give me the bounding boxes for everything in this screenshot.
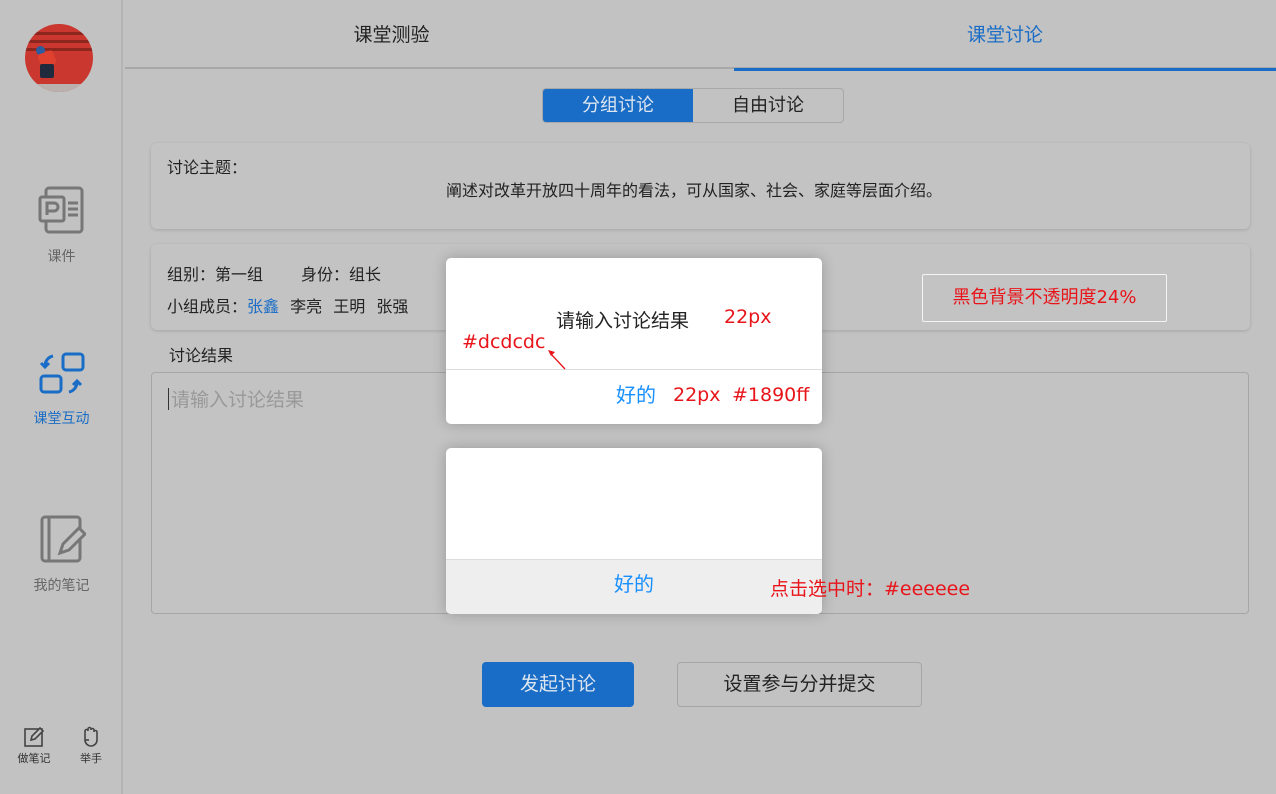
sidebar-item-notes[interactable]: 我的笔记 <box>0 515 123 595</box>
group-info-line: 组别：第一组 身份：组长 <box>167 261 381 285</box>
text-caret <box>168 388 169 410</box>
result-placeholder: 请输入讨论结果 <box>171 389 305 411</box>
take-note-button[interactable]: 做笔记 <box>14 726 54 766</box>
sidebar-item-label: 我的笔记 <box>33 578 90 594</box>
role-label: 身份：组长 <box>301 265 382 284</box>
member-name[interactable]: 张鑫 <box>247 297 280 316</box>
raise-hand-label: 举手 <box>80 752 102 765</box>
main-content: 课堂测验 课堂讨论 分组讨论 自由讨论 讨论主题： 阐述对改革开放四十周年的看法… <box>125 0 1276 794</box>
sidebar-item-interaction[interactable]: 课堂互动 <box>0 352 123 428</box>
ok-label: 好的 <box>616 383 656 407</box>
input-result-dialog: 请输入讨论结果 22px #dcdcdc 好的 22px #1890ff <box>446 258 822 424</box>
discussion-mode-toggle: 分组讨论 自由讨论 <box>542 88 844 123</box>
tab-bar: 课堂测验 课堂讨论 <box>125 0 1276 71</box>
members-line: 小组成员：张鑫 李亮 王明 张强 <box>167 293 414 317</box>
interaction-swap-icon <box>39 352 84 394</box>
dialog-ok-button-pressed[interactable]: 好的 <box>446 560 822 614</box>
topic-label: 讨论主题： <box>167 158 248 177</box>
free-discussion-button[interactable]: 自由讨论 <box>732 95 804 116</box>
title-size-annotation: 22px <box>724 306 772 328</box>
divider-color-annotation: #dcdcdc <box>462 331 546 353</box>
member-name[interactable]: 王明 <box>333 297 366 316</box>
notebook-pen-icon <box>40 515 86 563</box>
pressed-state-dialog: 好的 <box>446 448 822 614</box>
group-label: 组别：第一组 <box>167 265 264 284</box>
raise-hand-icon <box>84 726 98 747</box>
overlay-opacity-annotation: 黑色背景不透明度24% <box>922 274 1167 322</box>
tab-class-discussion[interactable]: 课堂讨论 <box>734 0 1276 71</box>
set-score-submit-button[interactable]: 设置参与分并提交 <box>677 662 922 707</box>
dialog-title: 请输入讨论结果 <box>556 310 690 332</box>
topic-text: 阐述对改革开放四十周年的看法，可从国家、社会、家庭等层面介绍。 <box>446 181 943 200</box>
group-discussion-button[interactable]: 分组讨论 <box>543 89 693 122</box>
edit-note-icon <box>24 726 45 747</box>
avatar[interactable] <box>25 24 93 92</box>
tab-class-quiz[interactable]: 课堂测验 <box>353 24 430 46</box>
sidebar-item-label: 课件 <box>47 249 76 265</box>
sidebar-item-label: 课堂互动 <box>33 411 90 427</box>
member-name[interactable]: 李亮 <box>290 297 323 316</box>
start-discussion-button[interactable]: 发起讨论 <box>482 662 634 707</box>
ok-color-annotation: #1890ff <box>732 384 810 406</box>
dialog-body <box>446 448 822 560</box>
topic-card: 讨论主题： 阐述对改革开放四十周年的看法，可从国家、社会、家庭等层面介绍。 <box>151 143 1250 229</box>
annotation-arrow-icon <box>548 350 566 370</box>
members-label: 小组成员： <box>167 297 248 316</box>
dialog-body: 请输入讨论结果 22px #dcdcdc <box>446 258 822 370</box>
member-name[interactable]: 张强 <box>376 297 409 316</box>
pressed-state-annotation: 点击选中时：#eeeeee <box>770 578 971 600</box>
dialog-ok-button[interactable]: 好的 22px #1890ff <box>446 370 822 424</box>
ppt-courseware-icon <box>38 186 83 234</box>
raise-hand-button[interactable]: 举手 <box>71 726 111 766</box>
sidebar: 课件 课堂互动 我的笔记 <box>0 0 123 794</box>
take-note-label: 做笔记 <box>17 752 51 765</box>
ok-size-annotation: 22px <box>673 384 721 406</box>
sidebar-item-courseware[interactable]: 课件 <box>0 186 123 266</box>
result-label: 讨论结果 <box>169 346 234 365</box>
